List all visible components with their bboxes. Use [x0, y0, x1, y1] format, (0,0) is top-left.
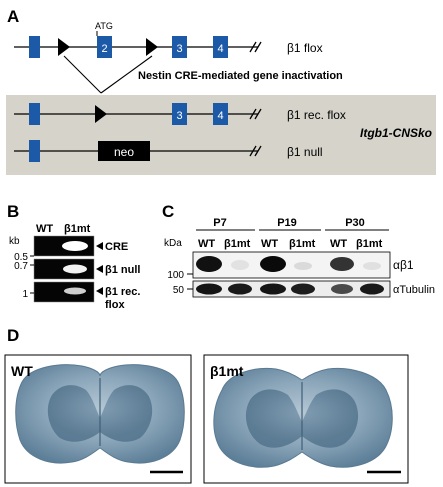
panel-c-label: C [162, 202, 174, 221]
gel-band [64, 287, 86, 295]
band-null: β1 null [105, 264, 140, 276]
loxp-triangle [58, 38, 70, 56]
neo-cassette [98, 141, 150, 161]
lane-mt: β1mt [289, 238, 316, 250]
exon-3-box [172, 103, 187, 125]
mouse-line-label: Itgb1-CNSko [360, 126, 432, 140]
row-tubulin: αTubulin [393, 284, 435, 296]
gel-band [62, 241, 88, 251]
western-blot-beta1 [192, 251, 391, 279]
flox-label: β1 flox [287, 41, 323, 55]
exon-3-label: 3 [176, 43, 182, 55]
lane-mt: β1mt [356, 238, 383, 250]
age-p7: P7 [213, 217, 226, 229]
lane-wt: WT [330, 238, 347, 250]
size-0.5: 0.5 [14, 252, 28, 263]
band-flox: flox [105, 299, 125, 311]
gel-band [63, 264, 87, 274]
band-arrows [96, 242, 103, 295]
size-1: 1 [22, 289, 28, 300]
loxp-triangle [146, 38, 158, 56]
lane-wt: WT [261, 238, 278, 250]
age-p19: P19 [277, 217, 297, 229]
gel-wt-header: WT [36, 223, 53, 235]
band-cre: CRE [105, 241, 128, 253]
panel-b-label: B [7, 202, 19, 221]
lane-mt: β1mt [224, 238, 251, 250]
flox-allele [14, 31, 262, 58]
lane-headers: WT β1mt WT β1mt WT β1mt [198, 238, 383, 250]
exon-2-label: 2 [101, 43, 107, 55]
mw-50: 50 [173, 285, 185, 296]
atg-label: ATG [95, 21, 113, 31]
exon-4-box [213, 36, 228, 58]
age-p30: P30 [345, 217, 365, 229]
mw-100: 100 [167, 270, 184, 281]
neo-label: neo [114, 145, 134, 159]
exon-1-box [29, 103, 40, 125]
exon-3-label: 3 [176, 110, 182, 122]
kb-label: kb [9, 236, 20, 247]
band-rec: β1 rec. [105, 286, 140, 298]
exon-1-box [29, 140, 40, 162]
histology-wt [4, 354, 192, 484]
exon-4-label: 4 [217, 43, 223, 55]
western-blot-tubulin [192, 280, 391, 298]
exon-4-box [213, 103, 228, 125]
rec-flox-allele [14, 103, 262, 125]
exon-2-box [97, 36, 112, 58]
exon-4-label: 4 [217, 110, 223, 122]
cre-text: Nestin CRE-mediated gene inactivation [138, 70, 343, 82]
pcr-gel [30, 235, 95, 303]
recombination-lines [63, 55, 153, 94]
exon-3-box [172, 36, 187, 58]
histology-wt-title: WT [11, 363, 33, 379]
loxp-triangle [95, 105, 107, 123]
null-allele [14, 140, 262, 162]
gel-mt-header: β1mt [64, 223, 91, 235]
null-label: β1 null [287, 145, 323, 159]
row-beta1: αβ1 [393, 258, 414, 272]
lane-wt: WT [198, 238, 215, 250]
size-0.7: 0.7 [14, 261, 28, 272]
exon-1-box [29, 36, 40, 58]
histology-mt-title: β1mt [210, 363, 244, 379]
panel-d-label: D [7, 326, 19, 345]
rec-flox-label: β1 rec. flox [287, 108, 346, 122]
panel-a-label: A [7, 7, 19, 26]
kda-label: kDa [164, 238, 182, 249]
histology-mt [203, 354, 409, 484]
